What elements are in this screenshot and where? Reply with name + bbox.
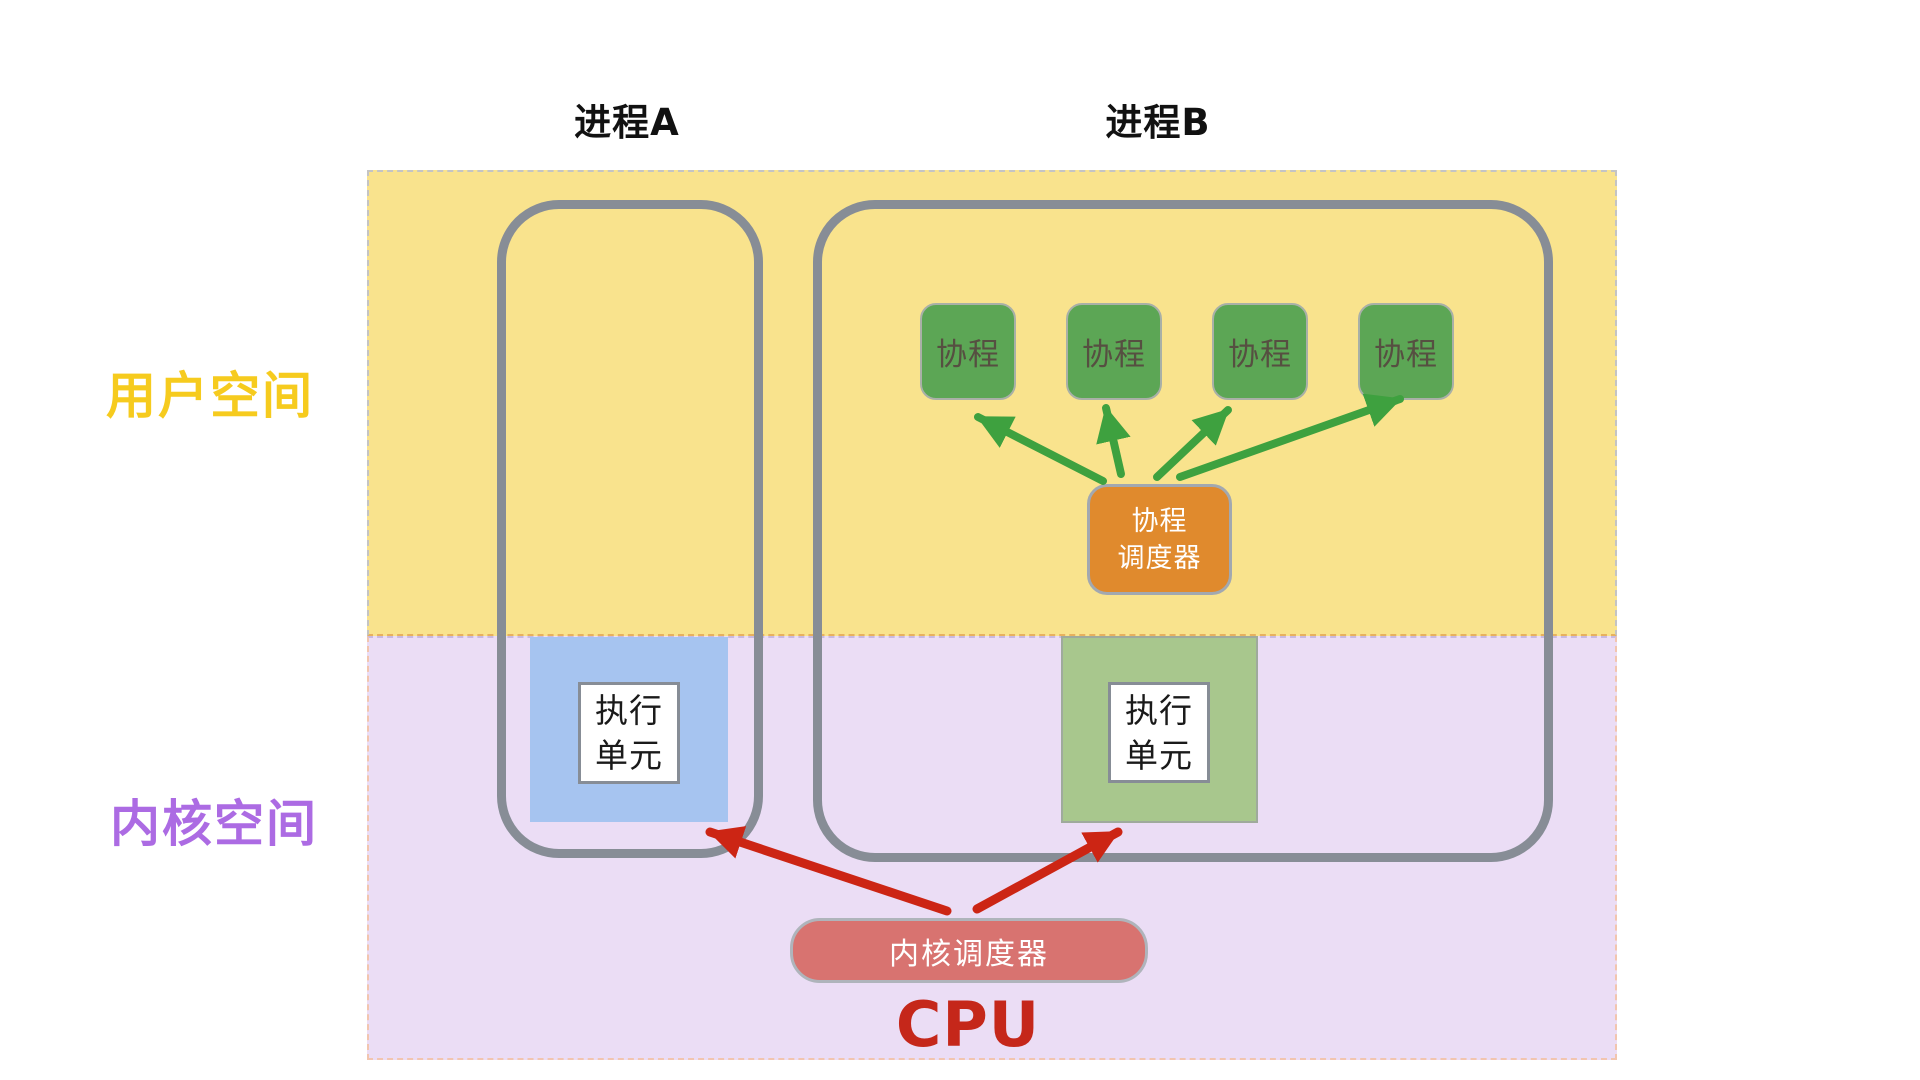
exec-unit-b-line1: 执行: [1125, 690, 1193, 730]
exec-unit-a-line1: 执行: [595, 691, 663, 730]
user-space-label: 用户空间: [106, 367, 314, 425]
process-b-label: 进程B: [1105, 101, 1211, 144]
coroutine-label: 协程: [1228, 337, 1292, 373]
coroutine-box: 协程: [1358, 303, 1454, 400]
coroutine-label: 协程: [1082, 337, 1146, 373]
coroutine-box: 协程: [1212, 303, 1308, 400]
cpu-label: CPU: [895, 988, 1041, 1061]
coroutine-scheduler-box: 协程 调度器: [1087, 484, 1232, 595]
kernel-space-label: 内核空间: [110, 795, 318, 853]
coroutine-label: 协程: [936, 337, 1000, 373]
exec-unit-a-box: 执行 单元: [578, 682, 680, 784]
exec-unit-b-line2: 单元: [1125, 735, 1193, 775]
kernel-scheduler-label: 内核调度器: [889, 936, 1049, 972]
coroutine-label: 协程: [1374, 337, 1438, 373]
kernel-scheduler-box: 内核调度器: [790, 918, 1148, 983]
coroutine-box: 协程: [920, 303, 1016, 400]
process-b-outline: [813, 200, 1553, 862]
exec-unit-b-box: 执行 单元: [1108, 682, 1210, 783]
coroutine-box: 协程: [1066, 303, 1162, 400]
process-a-label: 进程A: [574, 101, 680, 144]
exec-unit-a-line2: 单元: [595, 736, 663, 775]
process-a-outline: [497, 200, 763, 858]
coroutine-scheduler-line2: 调度器: [1117, 542, 1202, 574]
user-space-region: [367, 170, 1617, 636]
coroutine-scheduler-line1: 协程: [1131, 505, 1188, 537]
